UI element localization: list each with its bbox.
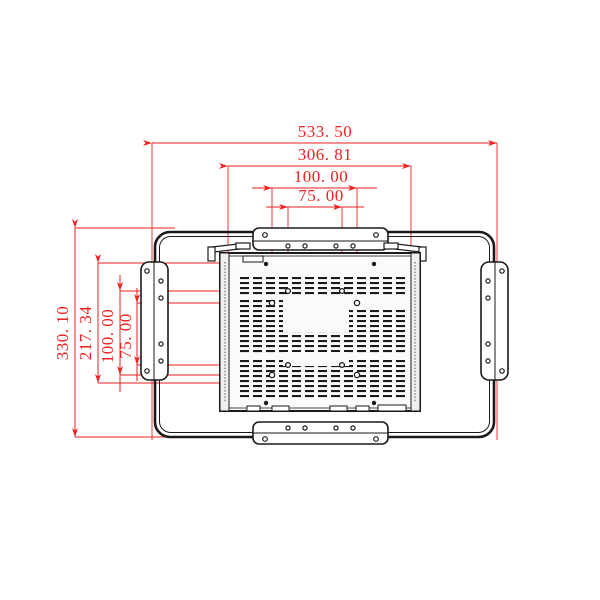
vesa-mounting-holes xyxy=(263,261,377,406)
ventilation-slot-array xyxy=(240,277,406,398)
horizontal-dimension-lines xyxy=(143,140,497,210)
hinge-support-arms xyxy=(207,242,427,262)
dim-label-vesa-100-width: 100. 00 xyxy=(294,167,349,186)
dim-label-vesa-75-height: 75. 00 xyxy=(116,313,135,359)
right-side-bracket xyxy=(480,261,509,381)
dim-label-vesa-75-width: 75. 00 xyxy=(298,186,344,205)
bottom-edge-connectors xyxy=(246,404,407,412)
dim-label-bracket-span-width: 306. 81 xyxy=(298,145,353,164)
top-mounting-bracket xyxy=(252,227,389,251)
dimension-labels: 533. 50 306. 81 100. 00 75. 00 330. 10 2… xyxy=(53,122,352,363)
dim-label-bracket-span-height: 217. 34 xyxy=(76,306,95,361)
left-side-bracket xyxy=(140,261,169,381)
dim-label-overall-height: 330. 10 xyxy=(53,306,72,361)
bottom-mounting-bracket xyxy=(252,421,389,445)
dim-label-vesa-100-height: 100. 00 xyxy=(98,309,117,364)
vertical-dimension-lines xyxy=(72,219,140,437)
dim-label-overall-width: 533. 50 xyxy=(298,122,353,141)
